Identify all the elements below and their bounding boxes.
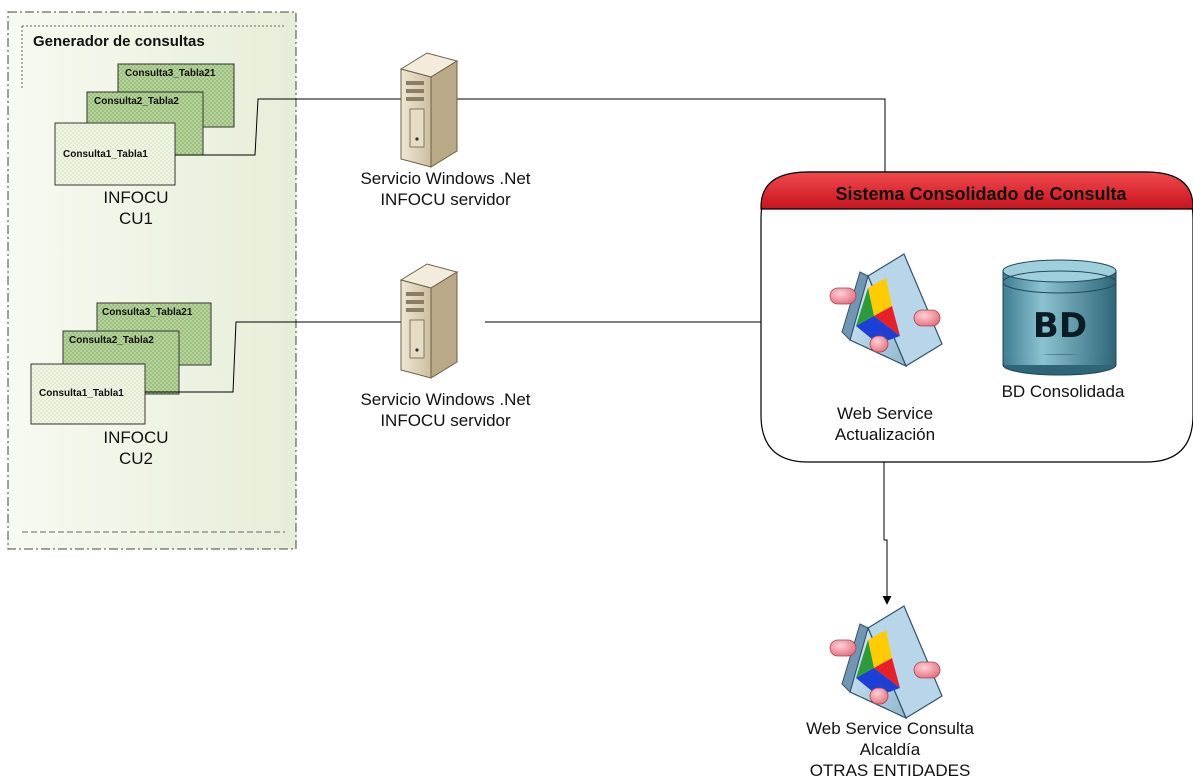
client-cu2-label: INFOCU CU2 xyxy=(76,427,196,469)
consumer-label: Web Service Consulta Alcaldía OTRAS ENTI… xyxy=(770,718,1010,781)
consumer-line1: Web Service Consulta xyxy=(806,719,974,738)
client-cu1-name: INFOCU xyxy=(103,188,169,207)
client-cu1-label: INFOCU CU1 xyxy=(76,187,196,229)
connector-webservice-to-consumer xyxy=(882,539,892,605)
table-card xyxy=(54,122,176,186)
table-name-cu2-1: Consulta1_Tabla1 xyxy=(39,388,124,399)
server-icon xyxy=(400,52,458,168)
web-service-update-line2: Actualización xyxy=(834,425,936,444)
consumer-line2: Alcaldía xyxy=(859,740,921,759)
table-card xyxy=(30,363,146,425)
connector-cu1-to-webservice xyxy=(175,98,890,253)
database-label: BD Consolidada xyxy=(1001,382,1125,401)
server-1-label: Servicio Windows .Net INFOCU servidor xyxy=(318,168,573,210)
web-service-update-label: Web Service Actualización xyxy=(800,403,970,445)
table-name-cu2-2: Consulta2_Tabla2 xyxy=(69,335,154,346)
connector-cu2-to-server xyxy=(145,317,441,393)
consolidated-system-header xyxy=(760,171,1193,210)
server-2-line2: INFOCU servidor xyxy=(380,411,511,430)
database-icon-text: BD xyxy=(1032,306,1088,346)
consumer-line3: OTRAS ENTIDADES xyxy=(809,761,971,780)
server-2-line1: Servicio Windows .Net xyxy=(360,390,531,409)
server-1-line1: Servicio Windows .Net xyxy=(360,169,531,188)
table-name-cu1-3: Consulta3_Tabla21 xyxy=(125,68,216,79)
database-icon xyxy=(1002,259,1117,376)
server-1-line2: INFOCU servidor xyxy=(380,190,511,209)
client-cu1-code: CU1 xyxy=(118,209,153,228)
server-icon xyxy=(400,263,458,379)
client-cu2-tables xyxy=(30,302,212,425)
table-name-cu1-1: Consulta1_Tabla1 xyxy=(63,149,148,160)
system-title: Sistema Consolidado de Consulta xyxy=(835,184,1127,204)
web-service-consulta-icon xyxy=(829,605,943,719)
client-cu2-code: CU2 xyxy=(118,449,153,468)
group-title: Generador de consultas xyxy=(33,33,205,50)
table-name-cu1-2: Consulta2_Tabla2 xyxy=(94,96,179,107)
web-service-update-line1: Web Service xyxy=(836,404,934,423)
client-cu1-tables xyxy=(54,63,235,186)
table-name-cu2-3: Consulta3_Tabla21 xyxy=(102,307,193,318)
server-2-label: Servicio Windows .Net INFOCU servidor xyxy=(318,389,573,431)
client-cu2-name: INFOCU xyxy=(103,428,169,447)
